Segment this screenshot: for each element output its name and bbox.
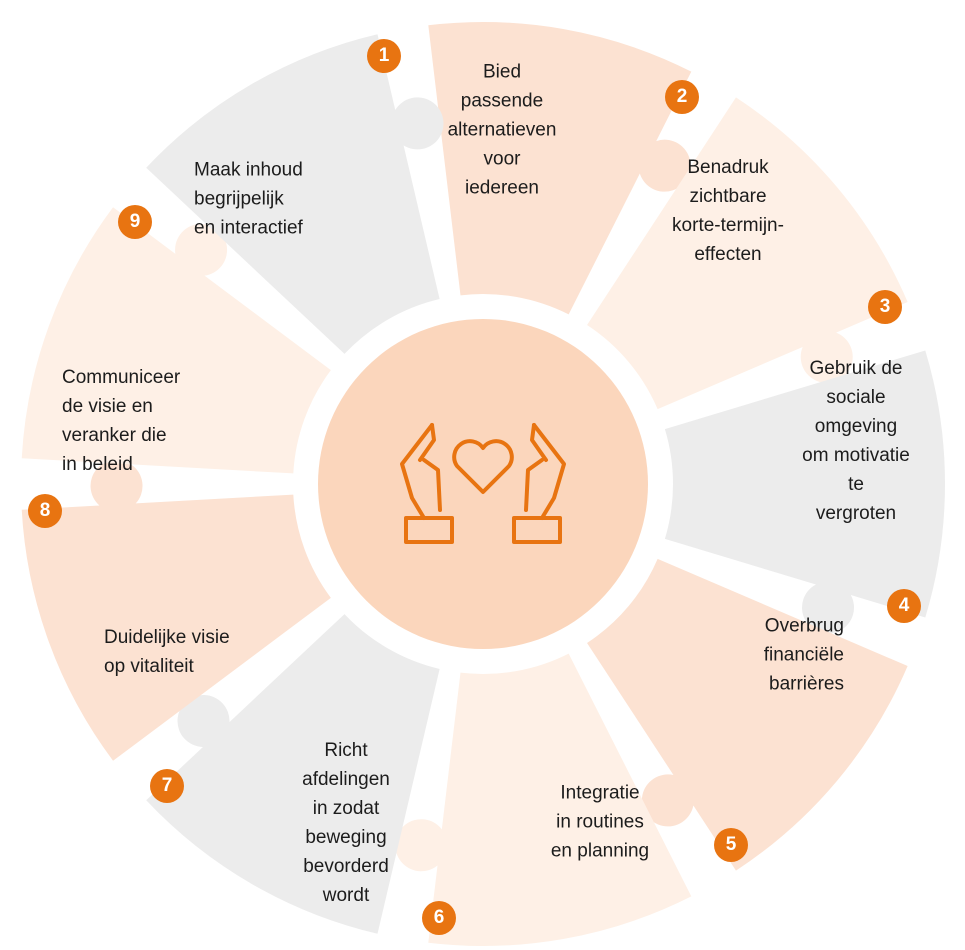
puzzle-segment-1 bbox=[428, 22, 692, 315]
segment-5-label: Integratie in routines en planning bbox=[550, 782, 650, 862]
segment-3-number-badge: 3 bbox=[868, 290, 902, 324]
segment-7-number-badge: 7 bbox=[150, 769, 184, 803]
hub-circle bbox=[318, 319, 648, 649]
puzzle-segment-5 bbox=[395, 653, 692, 946]
segment-5-number-badge: 5 bbox=[714, 828, 748, 862]
hands-holding-heart-icon bbox=[400, 423, 566, 544]
segment-4-label: Overbrug financiële barrières bbox=[763, 615, 844, 695]
segment-1-number-badge: 1 bbox=[367, 39, 401, 73]
segment-1-label: Bied passende alternatieven voor iederee… bbox=[447, 61, 557, 199]
segment-2-number-badge: 2 bbox=[665, 80, 699, 114]
segment-3-label: Gebruik de sociale omgeving om motivatie… bbox=[802, 358, 910, 524]
puzzle-segment-7 bbox=[21, 459, 331, 761]
segment-9-label: Maak inhoud begrijpelijk en interactief bbox=[194, 159, 303, 239]
puzzle-segment-4 bbox=[587, 558, 908, 871]
segment-2-label: Benadruk zichtbare korte-termijn- effect… bbox=[672, 157, 784, 265]
puzzle-segment-8 bbox=[21, 207, 331, 474]
puzzle-segment-3 bbox=[664, 350, 946, 634]
puzzle-segment-6 bbox=[146, 614, 440, 934]
segment-7-label: Duidelijke visie op vitaliteit bbox=[104, 627, 230, 677]
segment-8-number-badge: 8 bbox=[28, 494, 62, 528]
segment-4-number-badge: 4 bbox=[887, 589, 921, 623]
segment-6-number-badge: 6 bbox=[422, 901, 456, 935]
puzzle-segment-9 bbox=[146, 34, 444, 354]
segment-6-label: Richt afdelingen in zodat beweging bevor… bbox=[302, 740, 390, 906]
segment-9-number-badge: 9 bbox=[118, 205, 152, 239]
puzzle-segment-2 bbox=[587, 97, 908, 410]
segment-8-label: Communiceer de visie en veranker die in … bbox=[62, 367, 181, 475]
